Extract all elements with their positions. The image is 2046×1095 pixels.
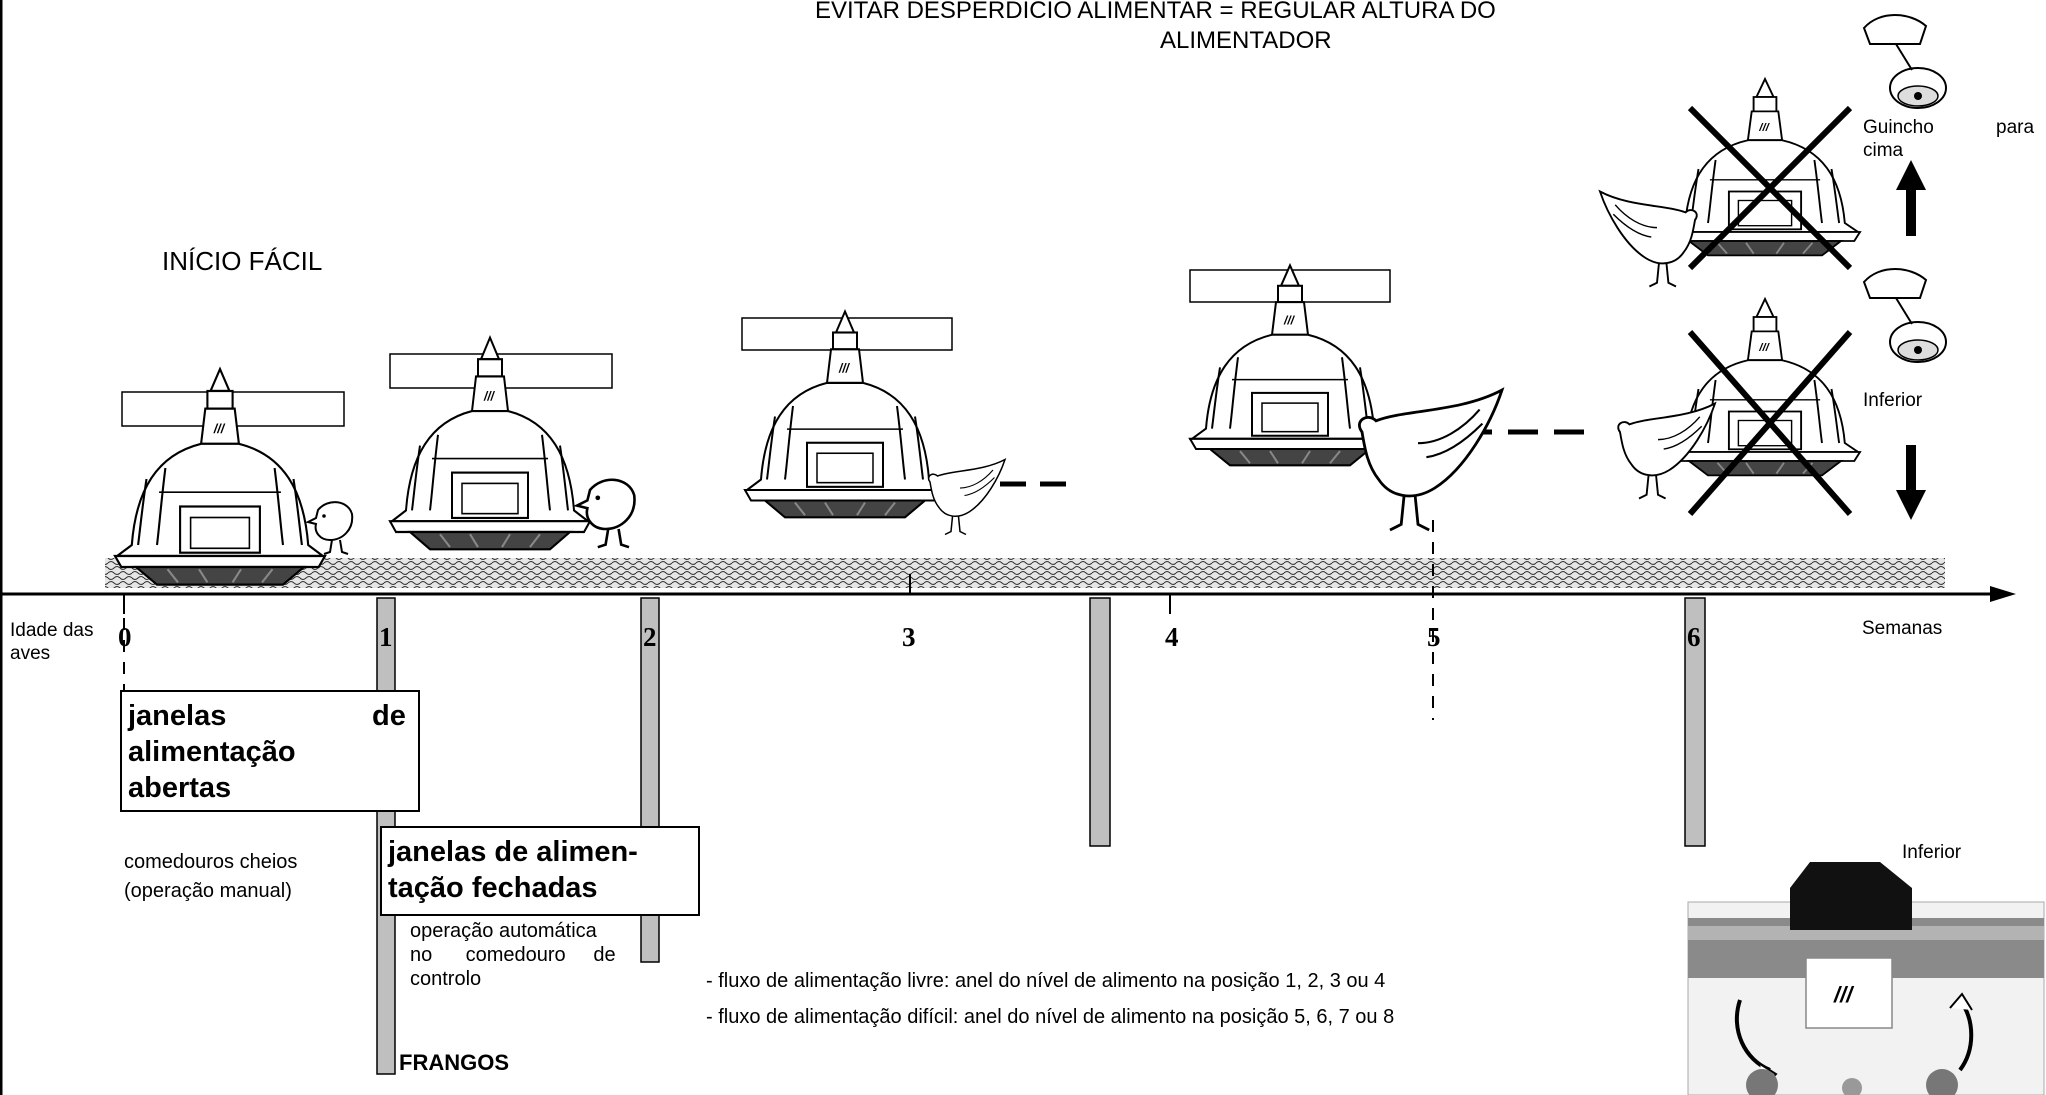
week-label-2: 2 bbox=[643, 622, 657, 652]
start-label: INÍCIO FÁCIL bbox=[162, 246, 323, 276]
chick-week-1 bbox=[575, 478, 636, 549]
bar-week-3-4 bbox=[1089, 597, 1111, 847]
svg-text:///: /// bbox=[1833, 982, 1855, 1007]
note-full-feeders-2: (operação manual) bbox=[124, 880, 292, 902]
note-flow-hard: - fluxo de alimentação difícil: anel do … bbox=[706, 1006, 1395, 1028]
week-label-5: 5 bbox=[1427, 622, 1441, 652]
feeder-too-high-crossed bbox=[1669, 298, 1861, 516]
box-windows-closed: janelas de alimen- tação fechadas bbox=[380, 826, 700, 916]
note-full-feeders-1: comedouros cheios bbox=[124, 851, 298, 873]
week-label-4: 4 bbox=[1165, 622, 1179, 652]
feeder-week-0 bbox=[113, 367, 345, 586]
note-auto-1: operação automática bbox=[410, 920, 597, 942]
timeline-arrow-head bbox=[1990, 586, 2016, 602]
title-line-1: EVITAR DESPERDÍCIO ALIMENTAR = REGULAR A… bbox=[815, 0, 1496, 24]
note-auto-2: no comedouro de bbox=[410, 944, 616, 966]
axis-label-age-1: Idade das bbox=[10, 620, 94, 641]
winch-up-label-2: cima bbox=[1863, 140, 1904, 161]
note-flow-free: - fluxo de alimentação livre: anel do ní… bbox=[706, 970, 1386, 992]
photo-lower-label: Inferior bbox=[1902, 842, 1962, 863]
axis-label-weeks: Semanas bbox=[1862, 618, 1943, 639]
title-line-2: ALIMENTADOR bbox=[1160, 27, 1332, 54]
feeder-week-2 bbox=[741, 310, 953, 519]
litter-ground bbox=[105, 558, 1945, 588]
arrow-up-icon bbox=[1896, 160, 1926, 236]
box-closed-line1: janelas de alimen- bbox=[388, 836, 638, 868]
week-label-6: 6 bbox=[1687, 622, 1701, 652]
box-windows-open: janelas de alimentação abertas bbox=[120, 690, 420, 812]
week-ticks bbox=[123, 574, 1171, 614]
bird-week-5 bbox=[1358, 388, 1504, 532]
feeder-week-4 bbox=[1188, 264, 1392, 467]
note-broilers: FRANGOS bbox=[399, 1050, 509, 1075]
box-open-line1-a: janelas bbox=[128, 700, 227, 732]
box-open-line2: alimentação bbox=[128, 736, 296, 768]
week-label-1: 1 bbox=[379, 622, 393, 652]
winch-clamp-photo: /// bbox=[1687, 862, 2045, 1095]
winch-lower-label: Inferior bbox=[1863, 390, 1923, 411]
winch-up-label-1a: Guincho bbox=[1863, 117, 1934, 138]
week-label-0: 0 bbox=[118, 622, 132, 652]
chick-week-0 bbox=[307, 501, 354, 555]
bar-week-6 bbox=[1684, 597, 1706, 847]
week-label-3: 3 bbox=[902, 622, 916, 652]
axis-label-age-2: aves bbox=[10, 643, 51, 664]
winch-icon-up bbox=[1862, 14, 1947, 109]
bird-week-3 bbox=[927, 458, 1006, 536]
box-open-line1-b: de bbox=[372, 700, 406, 732]
winch-icon-lower bbox=[1862, 268, 1947, 363]
note-auto-3: controlo bbox=[410, 968, 482, 990]
arrow-down-icon bbox=[1896, 445, 1926, 520]
box-closed-line2: tação fechadas bbox=[388, 872, 598, 904]
feeder-week-1 bbox=[388, 336, 613, 551]
bird-upper-crossed bbox=[1599, 190, 1698, 288]
feeder-too-low-crossed bbox=[1669, 78, 1861, 271]
box-open-line3: abertas bbox=[128, 772, 232, 804]
winch-up-label-1b: para bbox=[1996, 117, 2035, 138]
